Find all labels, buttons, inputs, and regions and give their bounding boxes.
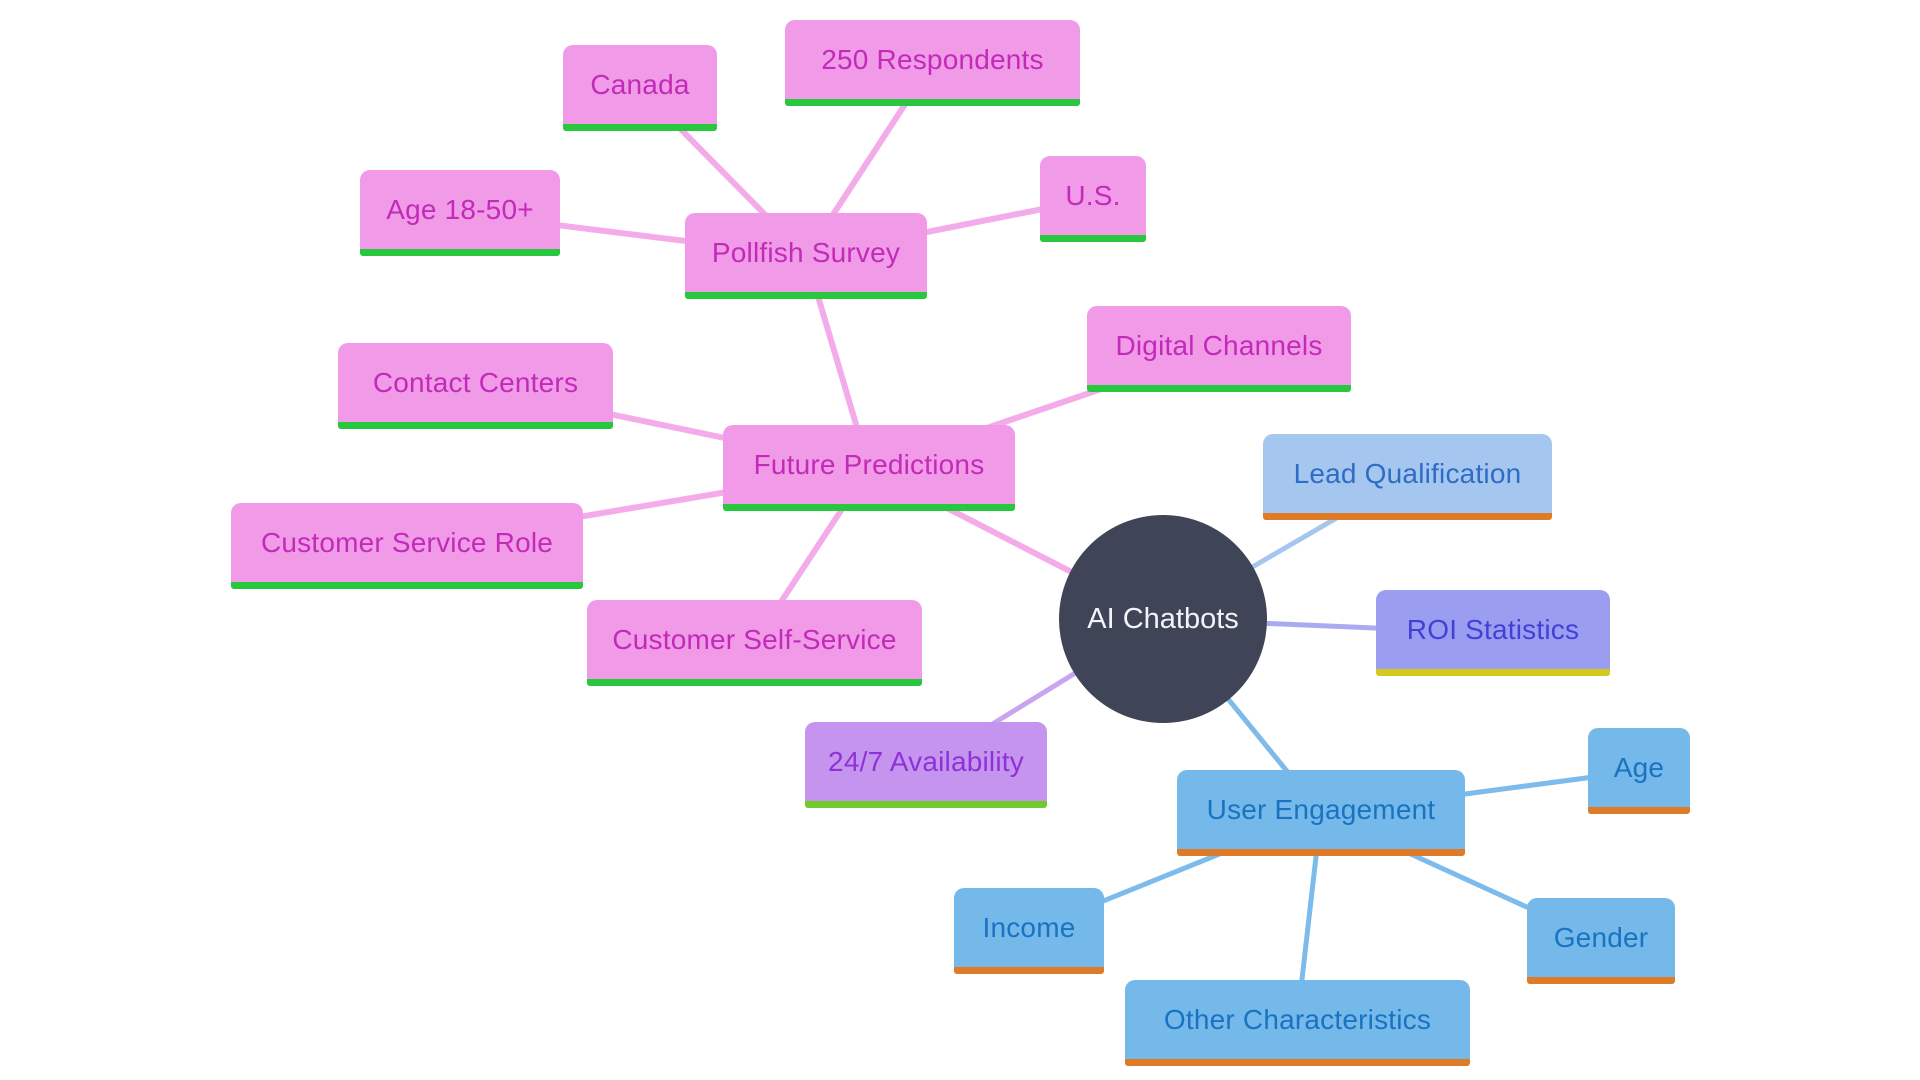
node-label: Age <box>1613 751 1665 783</box>
node-label: ROI Statistics <box>1406 613 1580 645</box>
node-label: U.S. <box>1065 179 1121 211</box>
node-age-18-50[interactable]: Age 18-50+ <box>360 170 560 256</box>
node-customer-self-service[interactable]: Customer Self-Service <box>587 600 922 686</box>
node-canada[interactable]: Canada <box>563 45 717 131</box>
node-label: Other Characteristics <box>1163 1003 1432 1035</box>
node-label: Customer Service Role <box>260 526 554 558</box>
node-future-predictions[interactable]: Future Predictions <box>723 425 1015 511</box>
node-label: Digital Channels <box>1115 329 1323 361</box>
node-label: Canada <box>590 68 690 100</box>
node-income[interactable]: Income <box>954 888 1104 974</box>
node-label: Customer Self-Service <box>612 623 897 655</box>
node-customer-service-role[interactable]: Customer Service Role <box>231 503 583 589</box>
node-gender[interactable]: Gender <box>1527 898 1675 984</box>
node-label: 24/7 Availability <box>828 745 1024 777</box>
node-user-engagement[interactable]: User Engagement <box>1177 770 1465 856</box>
node-pollfish-survey[interactable]: Pollfish Survey <box>685 213 927 299</box>
node-ai-chatbots-central[interactable]: AI Chatbots <box>1059 515 1267 723</box>
node-label: Pollfish Survey <box>711 236 901 268</box>
node-other-characteristics[interactable]: Other Characteristics <box>1125 980 1470 1066</box>
node-roi-statistics[interactable]: ROI Statistics <box>1376 590 1610 676</box>
central-node-label: AI Chatbots <box>1087 602 1239 635</box>
node-250-respondents[interactable]: 250 Respondents <box>785 20 1080 106</box>
node-label: Income <box>982 911 1076 943</box>
node-label: Lead Qualification <box>1293 457 1522 489</box>
node-label: 250 Respondents <box>821 43 1044 75</box>
node-digital-channels[interactable]: Digital Channels <box>1087 306 1351 392</box>
node-contact-centers[interactable]: Contact Centers <box>338 343 613 429</box>
node-lead-qualification[interactable]: Lead Qualification <box>1263 434 1552 520</box>
node-label: Gender <box>1553 921 1649 953</box>
node-label: Age 18-50+ <box>386 193 534 225</box>
node-label: Contact Centers <box>372 366 579 398</box>
node-label: Future Predictions <box>753 448 985 480</box>
node-247-availability[interactable]: 24/7 Availability <box>805 722 1047 808</box>
node-us[interactable]: U.S. <box>1040 156 1146 242</box>
node-age[interactable]: Age <box>1588 728 1690 814</box>
node-label: User Engagement <box>1206 793 1436 825</box>
